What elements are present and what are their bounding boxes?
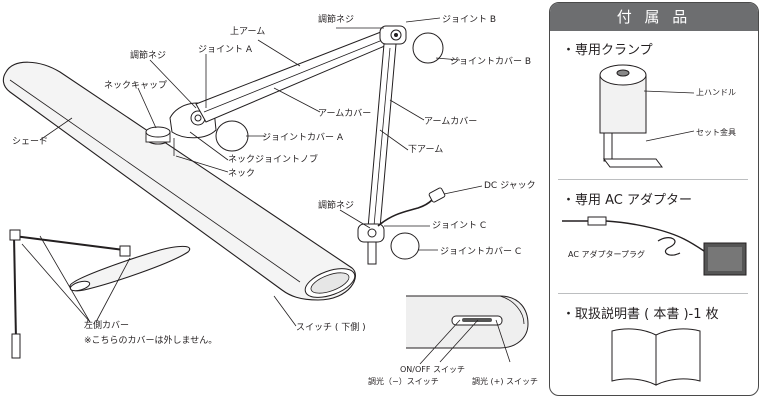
label-upper-handle: 上ハンドル (696, 88, 736, 97)
label-adjust-knob-bottom: 調節ネジ (318, 199, 354, 211)
switch-closeup (406, 295, 529, 349)
label-joint-cover-c: ジョイントカバー C (440, 246, 521, 257)
label-dim-minus: 調光（−）スイッチ (368, 376, 439, 386)
label-switch-bottom: スイッチ ( 下側 ) (296, 321, 366, 333)
label-joint-b: ジョイント B (442, 15, 496, 25)
label-joint-cover-a: ジョイントカバー A (262, 132, 344, 143)
accessories-title: 付 属 品 (550, 3, 758, 31)
accessory-adapter: ・専用 AC アダプター (562, 193, 693, 208)
joint-c (357, 223, 385, 265)
adapter-illustration (562, 216, 747, 276)
label-left-cover-note: ※こちらのカバーは外しません。 (84, 334, 217, 346)
joint-cover-c (390, 232, 420, 260)
label-shade: シェード (12, 137, 48, 147)
label-set-fitting: セット金具 (696, 128, 736, 137)
label-dc-jack: DC ジャック (484, 180, 536, 191)
clamp-leader-lines (643, 90, 695, 142)
label-joint-a: ジョイント A (198, 45, 253, 55)
label-arm-cover-lower: アームカバー (424, 116, 477, 127)
shade (2, 61, 356, 301)
lower-arm (367, 43, 397, 229)
label-joint-c: ジョイント C (432, 221, 486, 231)
divider (558, 179, 748, 180)
accessories-panel: 付 属 品 ・専用クランプ 上ハンドル セット金具 ・専用 AC アダプター A… (549, 2, 759, 396)
accessory-clamp: ・専用クランプ (562, 43, 653, 58)
label-onoff: ON/OFF スイッチ (400, 365, 465, 374)
divider (558, 293, 748, 294)
label-adapter-plug: AC アダプタープラグ (568, 250, 645, 259)
label-adjust-knob-top: 調節ネジ (318, 13, 354, 25)
label-arm-cover-upper: アームカバー (318, 108, 371, 119)
joint-cover-b (412, 32, 444, 64)
label-dim-plus: 調光 (+) スイッチ (472, 376, 538, 386)
leader-lines (21, 17, 511, 365)
joint-cover-a (215, 120, 249, 152)
label-left-cover: 左側カバー (84, 319, 129, 331)
dc-jack (377, 187, 446, 227)
manual-illustration (611, 328, 701, 386)
label-neck-cap: ネックキャップ (104, 80, 167, 91)
label-neck-joint-knob: ネックジョイントノブ (228, 153, 318, 165)
label-lower-arm: 下アーム (408, 144, 443, 155)
label-upper-arm: 上アーム (230, 26, 265, 37)
label-neck: ネック (228, 168, 255, 179)
joint-b (379, 25, 407, 45)
clamp-illustration (599, 64, 663, 168)
label-adjust-knob-left: 調節ネジ (130, 49, 166, 61)
accessory-manual: ・取扱説明書 ( 本書 )-1 枚 (562, 307, 719, 322)
label-joint-cover-b: ジョイントカバー B (450, 56, 531, 67)
lamp-overview (9, 229, 191, 359)
